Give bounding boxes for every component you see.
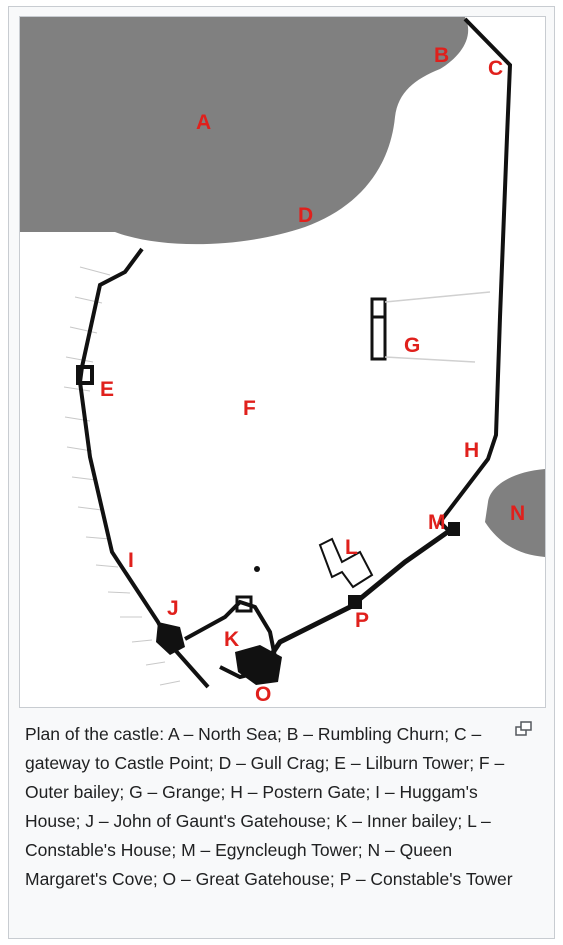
- plan-label-j: J: [167, 597, 179, 620]
- plan-label-k: K: [224, 628, 239, 651]
- plan-label-c: C: [488, 57, 503, 80]
- grange-building: [370, 297, 387, 361]
- inner-bailey-tower: [235, 595, 253, 613]
- magnify-clip-icon[interactable]: [515, 721, 533, 737]
- cove-area: [485, 469, 545, 557]
- plan-label-i: I: [128, 549, 134, 572]
- constables-tower: [348, 595, 362, 609]
- slope-hatching: [63, 266, 181, 686]
- image-thumbnail: A B C D E F G H I J K L M N O P Plan of …: [8, 6, 555, 939]
- plan-label-n: N: [510, 502, 525, 525]
- grange-lines: [384, 291, 491, 363]
- curtain-wall-south: [267, 526, 454, 659]
- plan-label-g: G: [404, 334, 420, 357]
- lilburn-tower: [76, 365, 94, 385]
- john-of-gaunt-gatehouse: [156, 622, 185, 655]
- castle-plan-image[interactable]: A B C D E F G H I J K L M N O P: [19, 16, 546, 708]
- great-gatehouse: [235, 645, 282, 685]
- plan-label-d: D: [298, 204, 313, 227]
- plan-label-o: O: [255, 683, 271, 706]
- plan-label-m: M: [428, 511, 446, 534]
- north-sea-area: [20, 17, 469, 245]
- curtain-wall-east: [437, 17, 513, 534]
- plan-label-a: A: [196, 111, 211, 134]
- constables-house: [318, 537, 374, 589]
- egyncleugh-tower: [448, 522, 460, 536]
- plan-label-e: E: [100, 378, 114, 401]
- plan-label-f: F: [243, 397, 256, 420]
- plan-label-l: L: [345, 536, 358, 559]
- curtain-wall-west: [77, 247, 210, 689]
- plan-label-b: B: [434, 44, 449, 67]
- plan-label-p: P: [355, 609, 369, 632]
- ruin-marker: [254, 566, 260, 572]
- plan-label-h: H: [464, 439, 479, 462]
- image-caption: Plan of the castle: A – North Sea; B – R…: [25, 724, 513, 889]
